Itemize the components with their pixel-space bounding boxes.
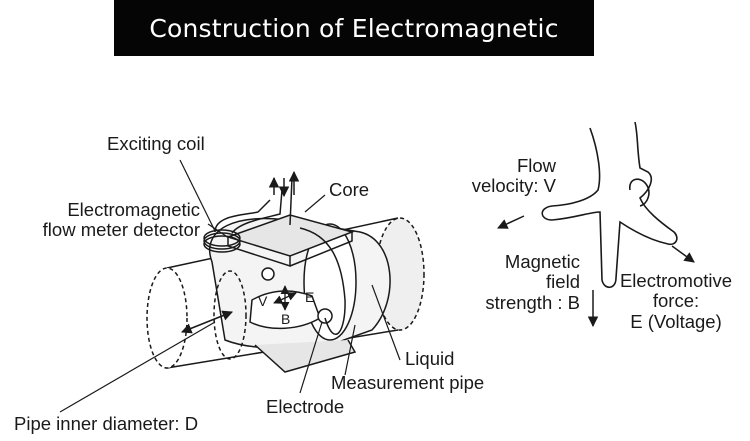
page-title: Construction of Electromagnetic — [149, 13, 559, 43]
hand-arrows — [497, 215, 695, 328]
pipe-right-end — [375, 217, 425, 331]
label-measurement-pipe: Measurement pipe — [331, 372, 485, 393]
electrode-bottom — [317, 308, 333, 324]
electrode-top — [261, 267, 275, 281]
diameter-arrow — [181, 310, 233, 334]
label-vector-b: B — [281, 311, 291, 327]
hand-illustration — [541, 121, 678, 289]
label-pipe-inner-diameter: Pipe inner diameter: D — [14, 413, 199, 434]
label-core: Core — [329, 179, 370, 200]
thumb-curl — [629, 178, 650, 207]
label-exciting-coil: Exciting coil — [107, 133, 205, 154]
velocity-arrow — [497, 215, 525, 229]
core-bottom — [254, 339, 357, 373]
flow-meter-body — [146, 177, 425, 373]
label-electrode: Electrode — [266, 396, 345, 417]
vbe-axes — [273, 285, 297, 311]
title-banner: Construction of Electromagnetic — [114, 0, 594, 56]
coil-wires — [214, 177, 346, 335]
emf-arrow — [671, 245, 695, 263]
label-vector-v: V — [258, 293, 268, 309]
label-electromotive-force: Electromotive force: E (Voltage) — [619, 270, 733, 332]
label-flow-velocity: Flow velocity: V — [471, 155, 556, 197]
current-arrows — [268, 170, 300, 198]
pipe-left-end — [146, 267, 188, 369]
label-vector-e: E — [305, 289, 315, 305]
leader-lines — [59, 159, 401, 413]
label-magnetic-field: Magnetic field strength : B — [485, 251, 580, 313]
label-detector: Electromagnetic flow meter detector — [42, 199, 200, 241]
label-liquid: Liquid — [405, 348, 455, 369]
